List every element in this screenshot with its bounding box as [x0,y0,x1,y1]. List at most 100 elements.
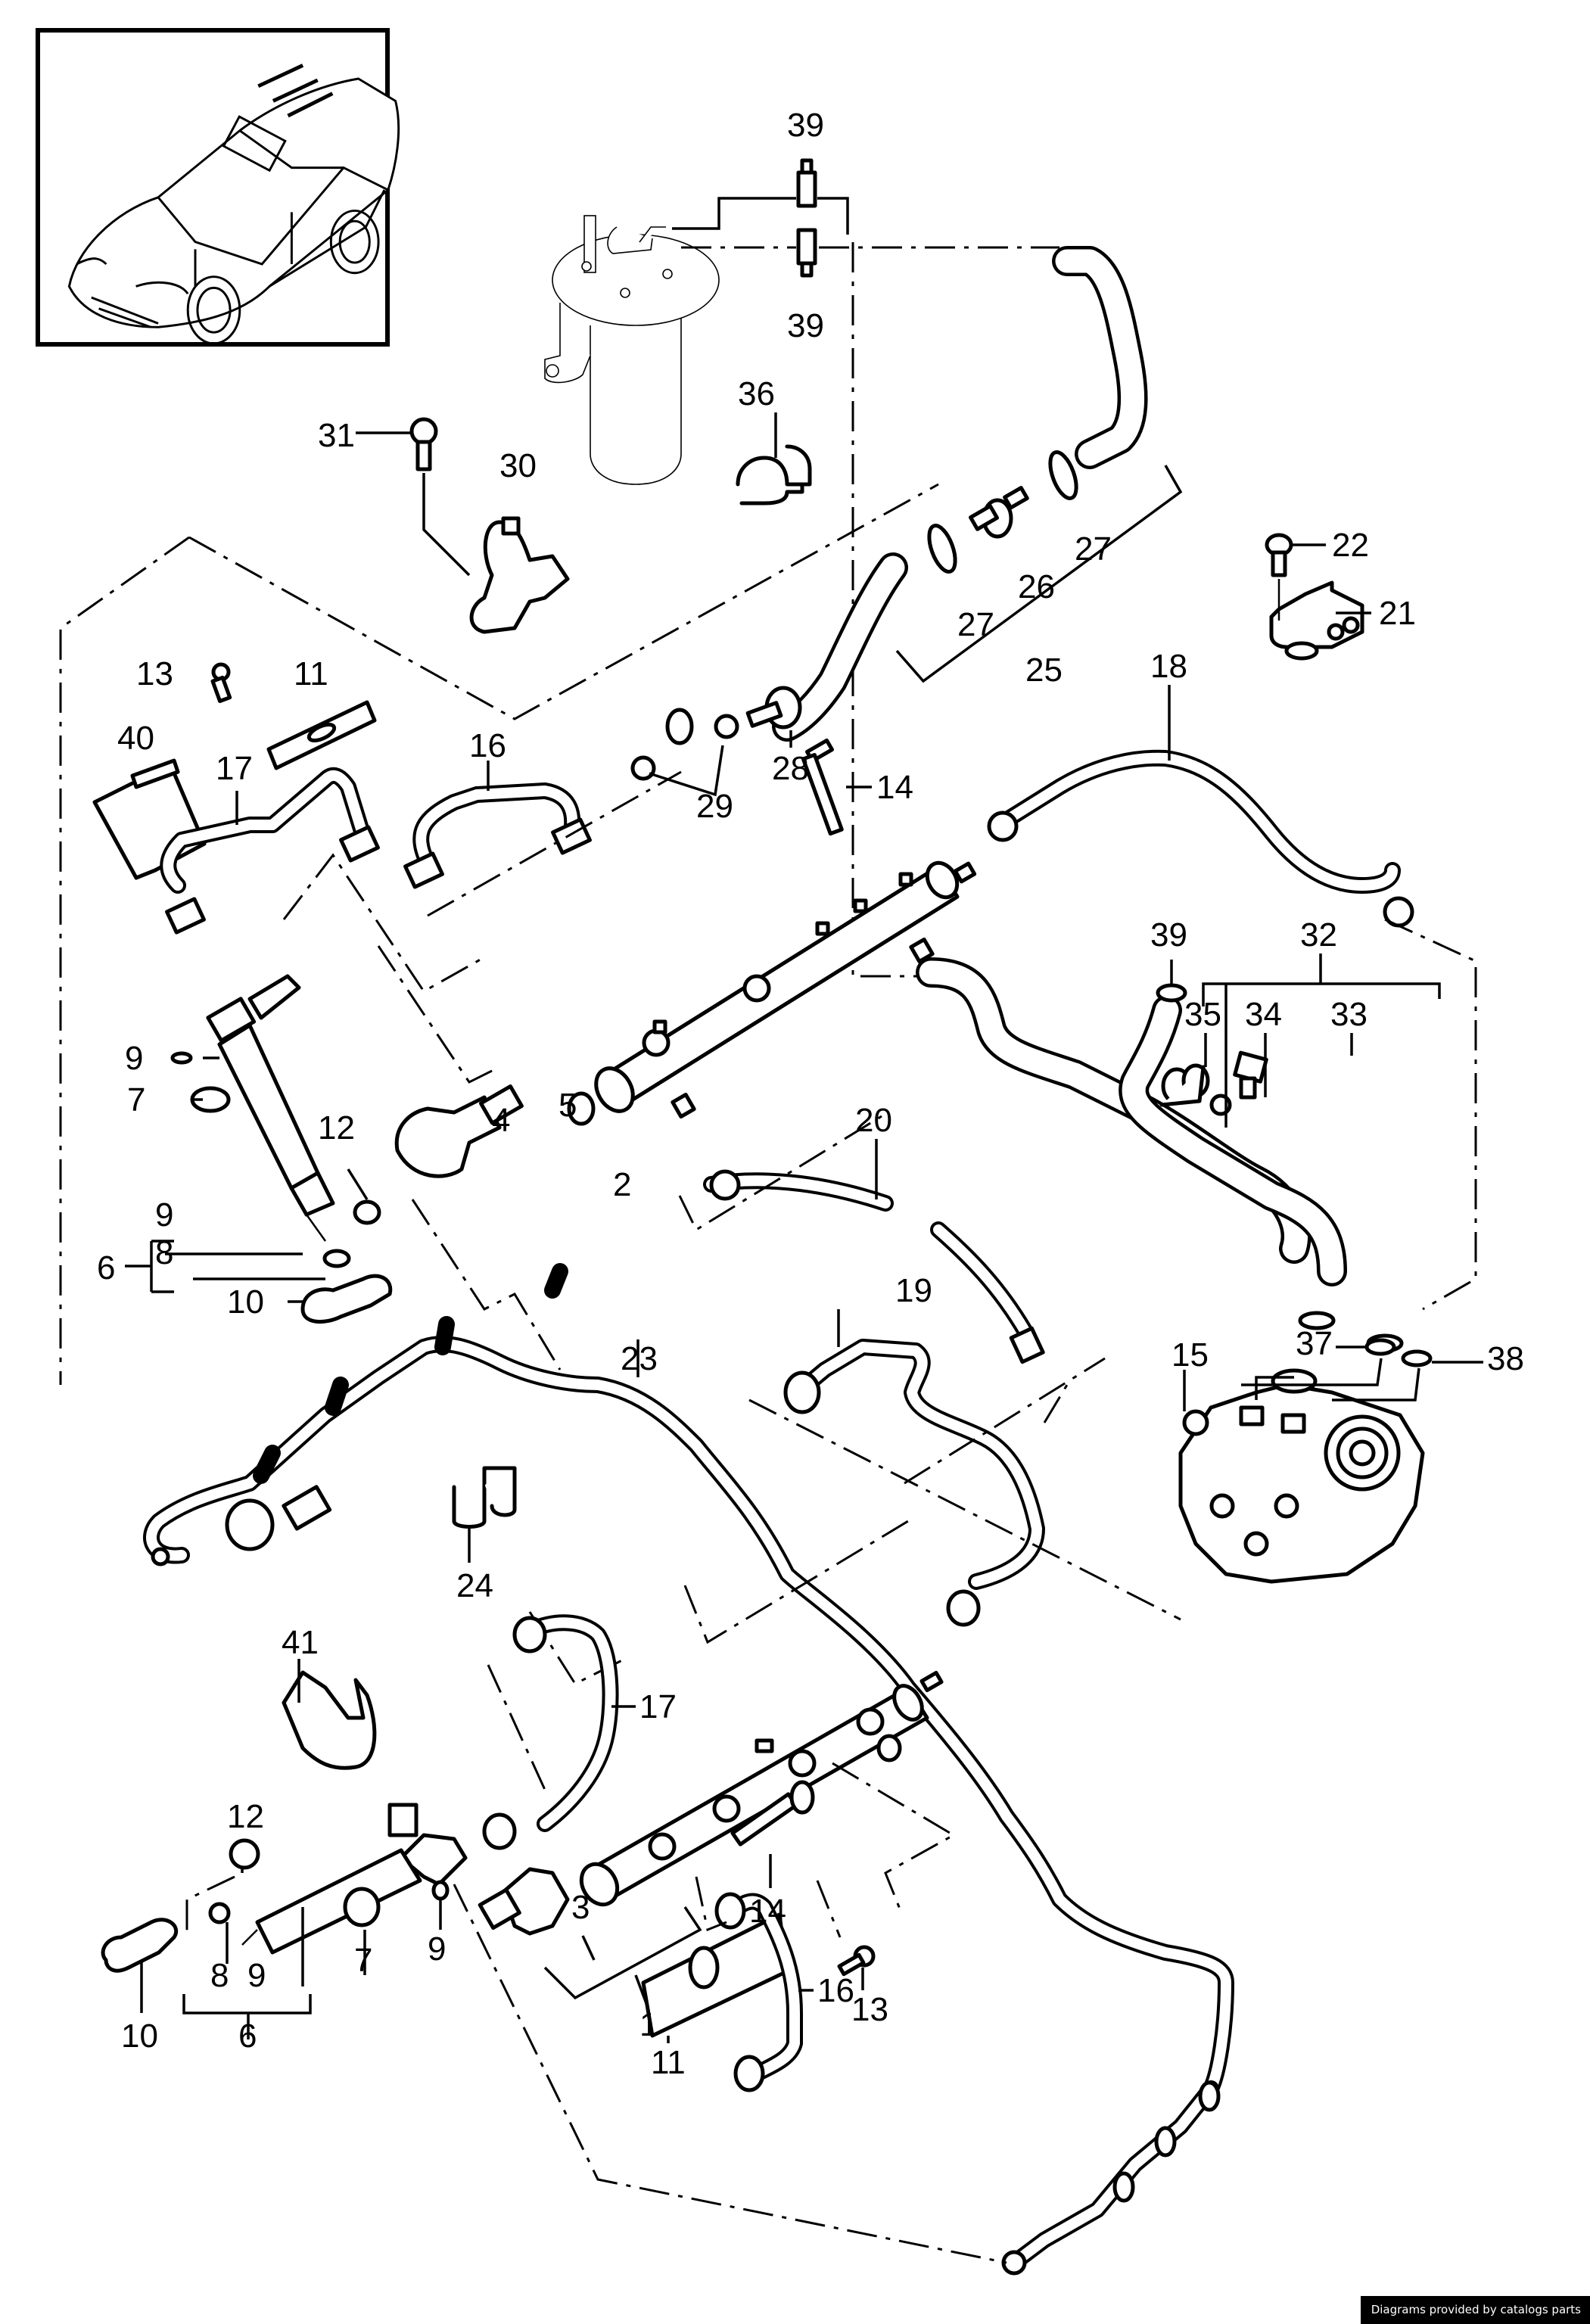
callout-25: 25 [1025,652,1063,689]
hose-clamp-27-b [1048,450,1078,500]
callout-4: 4 [492,1102,510,1139]
injection-line-17-lower [482,1614,619,1850]
callout-33: 33 [1330,996,1368,1033]
callout-11-top: 11 [294,655,328,692]
clip-36 [736,444,812,506]
high-pressure-pump-15 [1178,1368,1425,1584]
callout-1: 1 [639,2006,658,2043]
callout-5: 5 [559,1087,577,1124]
callout-16-top: 16 [469,727,506,764]
clip-35 [1159,1063,1210,1107]
cover-41 [282,1670,377,1770]
clip-24 [452,1466,517,1529]
seal-washer-8-upper [322,1249,351,1268]
hose-clamp-39-lower [796,228,817,278]
bolt-14-lower [730,1780,815,1846]
callout-39-top: 39 [787,107,824,144]
bolt-13-lower [837,1945,876,1977]
hose-clamp-38 [1401,1349,1433,1367]
callout-12-bottom: 12 [227,1798,264,1835]
callout-9-a: 9 [125,1040,143,1077]
callout-9-c: 9 [428,1930,446,1968]
injection-line-16-lower [714,1892,803,2092]
callout-7-top: 7 [127,1081,145,1118]
return-line-23 [143,1263,1234,2276]
sealing-ring-7-lower [343,1887,381,1927]
hose-clamp-39-upper [796,158,817,208]
callout-12-top: 12 [318,1109,355,1146]
vehicle-thumbnail [36,28,400,347]
sealing-ring-29 [630,714,739,781]
bolt-31 [409,417,438,471]
callout-14-bottom: 14 [749,1893,786,1930]
callout-27-b: 27 [957,606,994,643]
nut-12-upper [353,1199,381,1225]
callout-24: 24 [456,1567,493,1604]
callout-7-bottom: 7 [354,1942,372,1979]
callout-17-bottom: 17 [639,1688,677,1725]
callout-17-top: 17 [216,750,253,787]
sealing-ring-5 [567,1091,596,1126]
callout-29: 29 [696,788,733,825]
injector-6-lower [241,1803,468,1955]
high-pressure-line-19 [783,1339,1045,1627]
callout-8-top: 8 [155,1234,173,1271]
oring-9-upper [170,1051,193,1065]
callout-15: 15 [1171,1336,1209,1374]
fuel-hose-32 [916,957,1347,1286]
callout-28: 28 [772,750,809,787]
clamping-claw-10-upper [300,1274,393,1324]
callout-27-a: 27 [1075,530,1112,568]
holder-30 [469,516,570,634]
nut-12-lower [229,1838,260,1870]
fuel-rail-2 [594,860,977,1119]
callout-41: 41 [282,1624,319,1661]
callout-21: 21 [1379,595,1416,632]
callout-26: 26 [1018,568,1055,605]
bolt-22 [1265,533,1293,577]
connecting-line-20 [703,1169,1045,1364]
hose-clamp-27-a [927,524,957,574]
callout-16-bottom: 16 [817,1972,854,2009]
hose-clamp-37 [1364,1338,1396,1356]
callout-23: 23 [621,1340,658,1377]
clamping-claw-10-lower [101,1918,179,1973]
callout-11-bottom: 11 [651,2044,686,2081]
bolt-13-upper [210,662,232,703]
callout-36: 36 [738,375,775,412]
injector-6-upper [206,974,335,1242]
callout-8-bottom: 8 [210,1957,229,1994]
callout-6-bottom: 6 [238,2018,257,2055]
callout-labels: 39 39 36 31 30 22 21 27 26 27 25 18 13 1… [97,107,1524,2081]
callout-38: 38 [1487,1340,1524,1377]
callout-32: 32 [1300,916,1337,954]
temperature-sensor-33 [1233,1050,1268,1100]
callout-9-d: 9 [247,1957,266,1994]
callout-10-top: 10 [227,1283,264,1321]
injection-line-17-upper [160,767,380,935]
callout-31: 31 [318,417,355,454]
callout-22: 22 [1332,527,1369,564]
callout-9-b: 9 [155,1196,173,1234]
cover-40 [92,758,207,880]
diagram-credit: Diagrams provided by catalogs parts [1360,2296,1590,2324]
fuel-filter-housing [544,215,720,485]
callout-35: 35 [1184,996,1221,1033]
callout-13-top: 13 [136,655,173,692]
oring-9-lower [431,1880,450,1901]
callout-37: 37 [1296,1325,1333,1362]
banjo-bolt-28 [745,686,802,730]
callout-3: 3 [571,1889,590,1926]
holder-plate-11-upper [266,700,377,770]
callout-39-bottom: 39 [787,307,824,344]
fuel-hose-25 [665,246,1148,745]
callout-40: 40 [117,720,154,757]
pressure-sensor-3 [478,1867,570,1936]
bolt-14-upper [801,738,844,836]
holder-plate-11-lower [641,1912,789,2038]
pressure-valve-4 [394,1084,524,1178]
callout-18: 18 [1150,648,1187,685]
check-valve-26 [969,486,1029,539]
callout-34: 34 [1245,996,1282,1033]
injection-line-16-upper [403,782,592,889]
